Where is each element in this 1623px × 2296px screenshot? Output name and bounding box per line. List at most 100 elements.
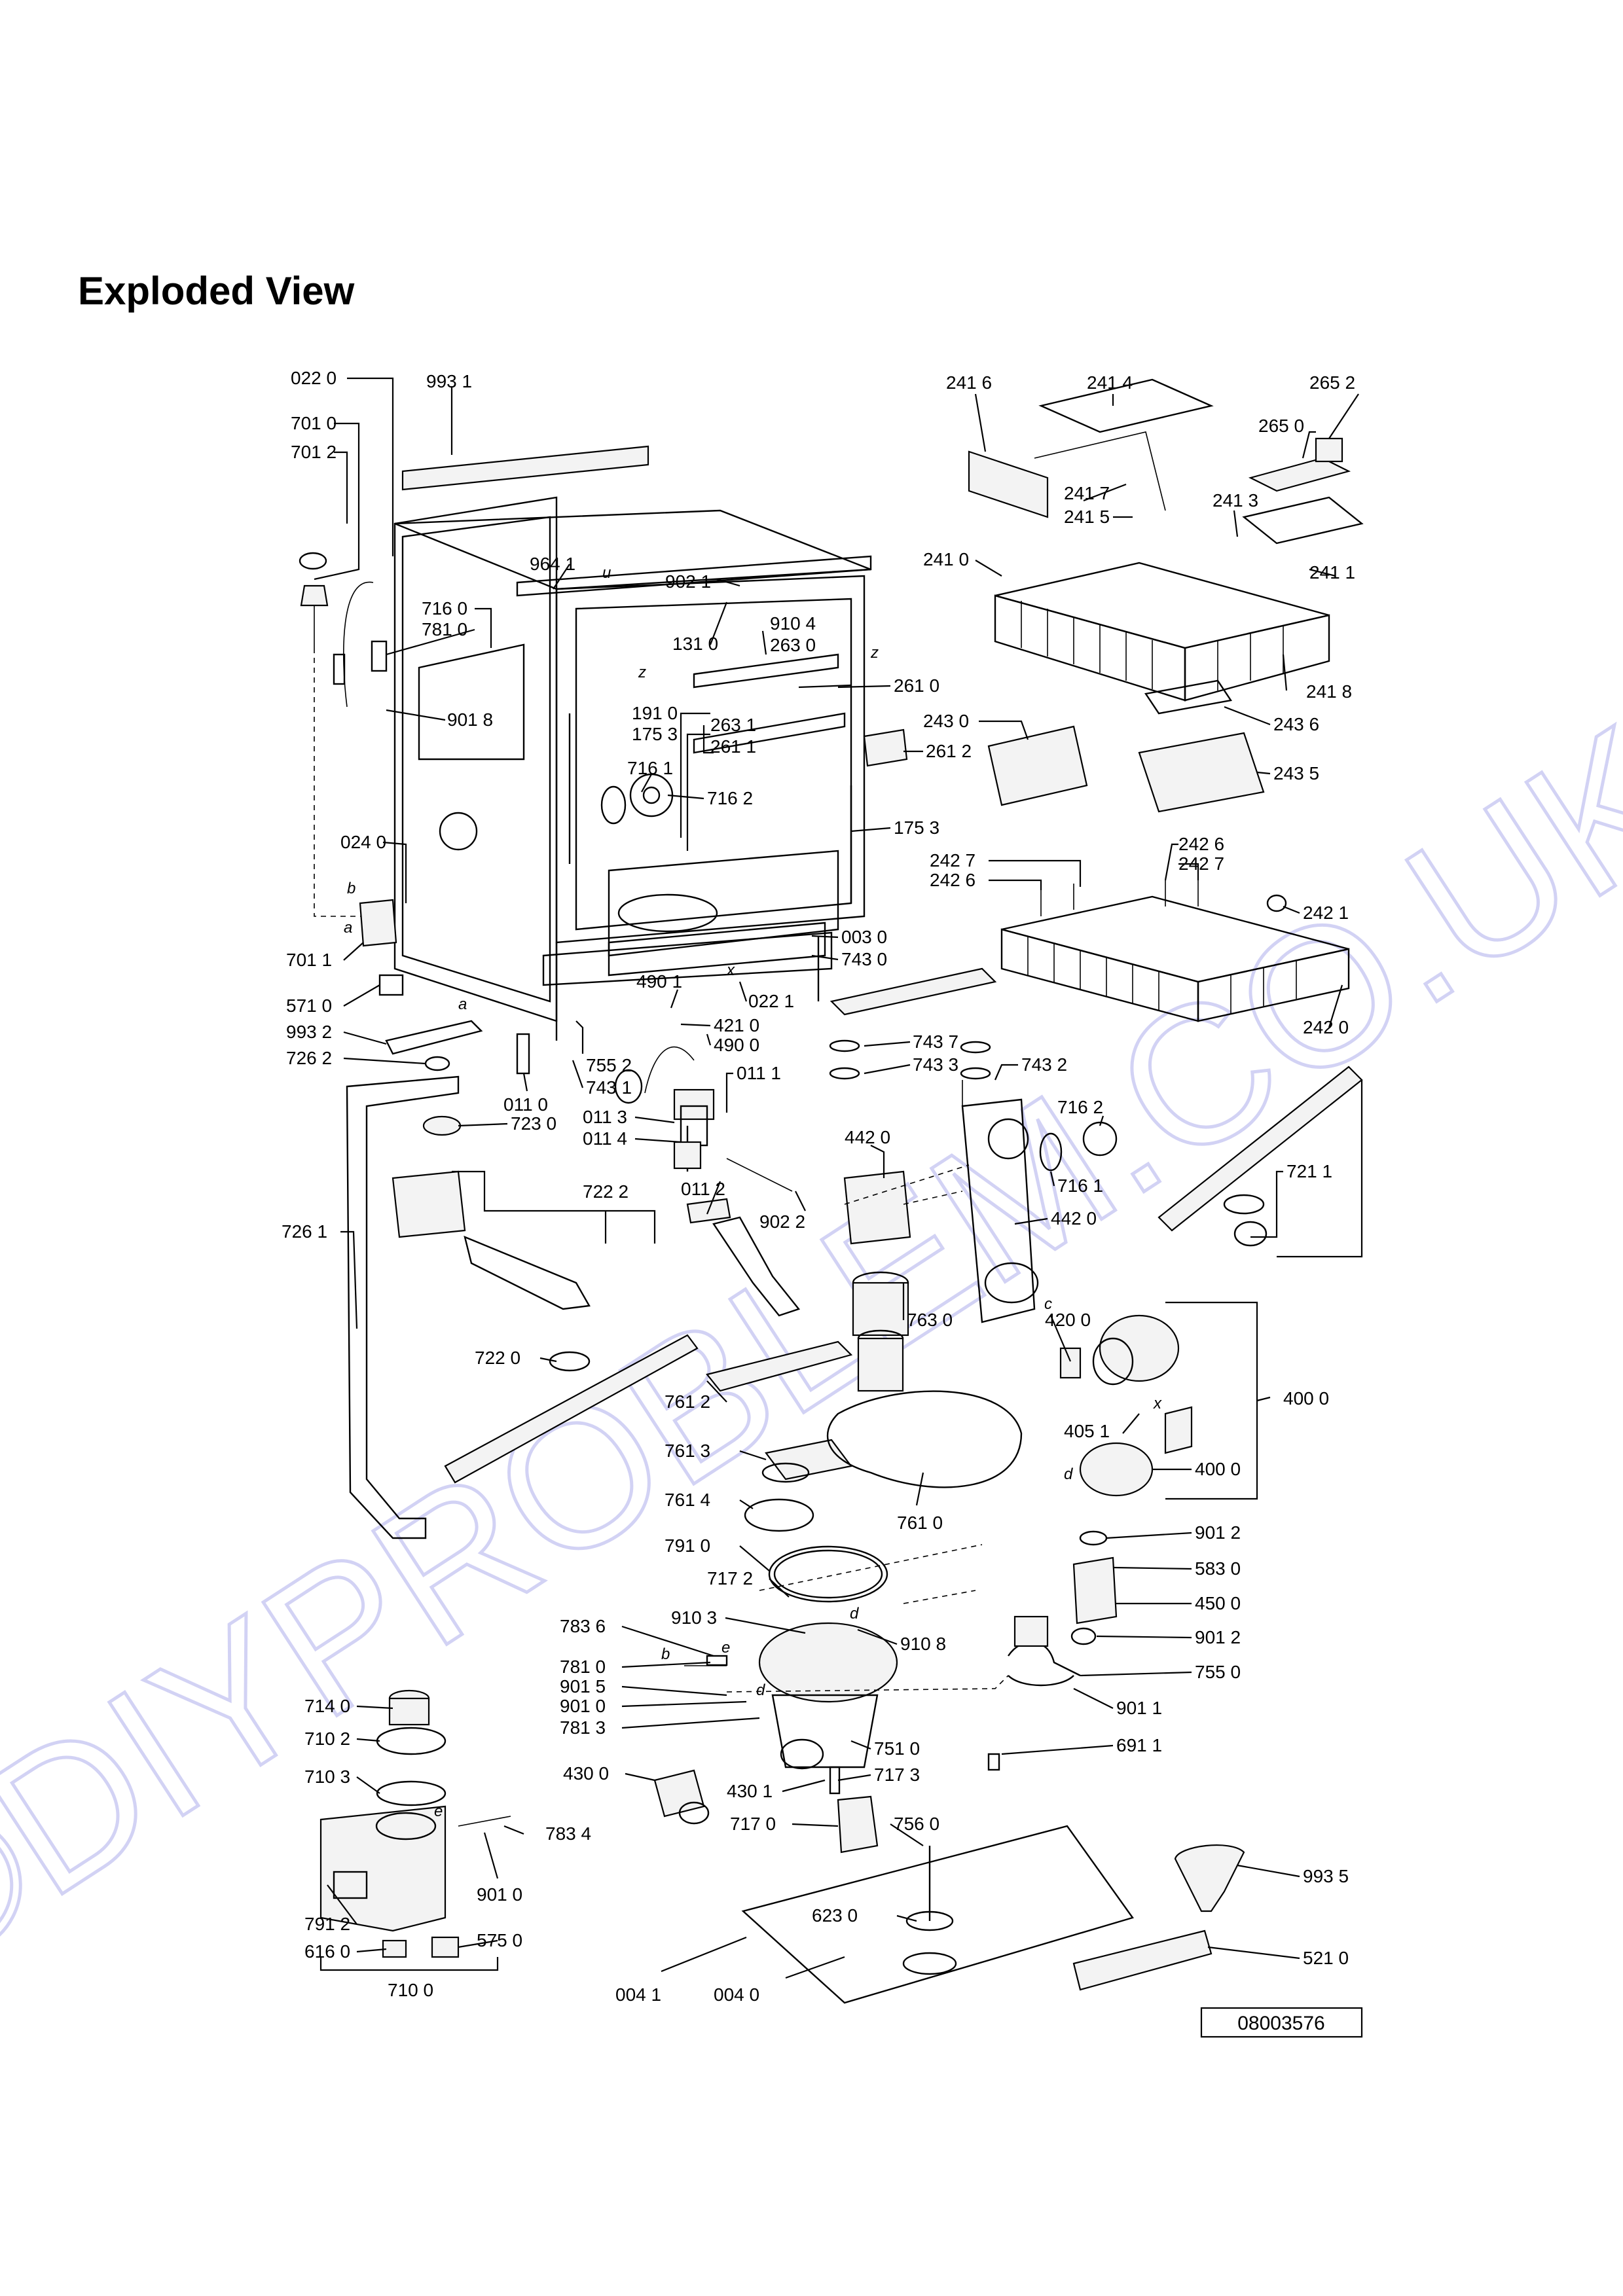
label-717-2: 717 2	[707, 1568, 753, 1588]
label-024-0: 024 0	[340, 832, 386, 852]
label-242-0: 242 0	[1303, 1017, 1349, 1037]
label-783-6: 783 6	[560, 1616, 606, 1636]
label-583-0: 583 0	[1195, 1558, 1241, 1579]
label-405-1: 405 1	[1064, 1421, 1110, 1441]
label-003-0: 003 0	[841, 927, 887, 947]
connector-letter: a	[344, 919, 352, 937]
label-420-0: 420 0	[1045, 1310, 1091, 1330]
label-726-1: 726 1	[282, 1221, 327, 1242]
label-910-8: 910 8	[900, 1634, 946, 1654]
label-241-4: 241 4	[1087, 372, 1133, 393]
label-901-1: 901 1	[1116, 1698, 1162, 1718]
reference-number: 08003576	[1237, 2013, 1324, 2034]
connector-letter: u	[602, 564, 611, 582]
label-783-4: 783 4	[545, 1823, 591, 1844]
label-761-2: 761 2	[665, 1391, 710, 1412]
label-011-4: 011 4	[583, 1128, 627, 1149]
connector-letters: u z z b a a x c d x d b e d e	[344, 564, 1162, 1820]
parts-drawing	[299, 378, 1364, 2004]
label-261-0: 261 0	[894, 675, 939, 696]
label-242-1: 242 1	[1303, 903, 1349, 923]
label-261-1: 261 1	[710, 736, 756, 757]
label-011-1: 011 1	[737, 1063, 781, 1083]
label-623-0: 623 0	[812, 1905, 858, 1926]
label-791-0: 791 0	[665, 1535, 710, 1556]
label-717-3: 717 3	[874, 1765, 920, 1785]
label-243-0: 243 0	[923, 711, 969, 731]
label-241-0: 241 0	[923, 549, 969, 569]
label-691-1: 691 1	[1116, 1735, 1162, 1755]
label-400-0: 400 0	[1195, 1459, 1241, 1479]
label-901-5: 901 5	[560, 1676, 606, 1696]
label-743-1: 743 1	[586, 1077, 632, 1098]
part-labels: 022 0 993 1 701 0 701 2 716 0 781 0 901 …	[282, 368, 1355, 2005]
connector-letter: z	[870, 644, 879, 662]
label-791-2: 791 2	[304, 1914, 350, 1934]
label-263-1: 263 1	[710, 715, 756, 735]
label-175-3: 175 3	[894, 817, 939, 838]
label-450-0: 450 0	[1195, 1593, 1241, 1613]
label-993-2: 993 2	[286, 1022, 332, 1042]
label-993-5: 993 5	[1303, 1866, 1349, 1886]
label-243-6: 243 6	[1273, 714, 1319, 734]
label-716-2: 716 2	[707, 788, 753, 808]
label-717-0: 717 0	[730, 1814, 776, 1834]
label-722-0: 722 0	[475, 1348, 520, 1368]
label-755-0: 755 0	[1195, 1662, 1241, 1682]
label-242-6: 242 6	[930, 870, 976, 890]
label-710-2: 710 2	[304, 1729, 350, 1749]
label-011-3: 011 3	[583, 1107, 627, 1127]
label-751-0: 751 0	[874, 1738, 920, 1759]
label-011-0: 011 0	[503, 1094, 548, 1115]
label-242-6: 242 6	[1178, 834, 1224, 854]
label-263-0: 263 0	[770, 635, 816, 655]
label-430-1: 430 1	[727, 1781, 773, 1801]
label-761-4: 761 4	[665, 1490, 710, 1510]
label-241-7: 241 7	[1064, 483, 1110, 503]
connector-letter: b	[661, 1645, 670, 1663]
label-716-1: 716 1	[1057, 1175, 1103, 1196]
connector-letter: a	[458, 996, 467, 1013]
label-242-7: 242 7	[930, 850, 976, 870]
label-710-0: 710 0	[388, 1980, 433, 2000]
label-004-0: 004 0	[714, 1984, 759, 2005]
connector-letter: d	[850, 1605, 859, 1623]
label-901-0: 901 0	[560, 1696, 606, 1716]
leader-lines	[314, 377, 1363, 1979]
label-701-0: 701 0	[291, 413, 337, 433]
label-743-7: 743 7	[913, 1031, 958, 1052]
label-243-5: 243 5	[1273, 763, 1319, 783]
label-902-1: 902 1	[665, 571, 711, 592]
label-901-2: 901 2	[1195, 1522, 1241, 1543]
label-710-3: 710 3	[304, 1767, 350, 1787]
label-571-0: 571 0	[286, 996, 332, 1016]
connector-letter: d	[756, 1681, 765, 1699]
label-490-0: 490 0	[714, 1035, 759, 1055]
label-910-3: 910 3	[671, 1607, 717, 1628]
label-004-1: 004 1	[615, 1984, 661, 2005]
label-781-0: 781 0	[422, 619, 467, 639]
label-716-1: 716 1	[627, 758, 673, 778]
label-421-0: 421 0	[714, 1015, 759, 1035]
label-521-0: 521 0	[1303, 1948, 1349, 1968]
label-701-1: 701 1	[286, 950, 332, 970]
label-755-2: 755 2	[586, 1055, 632, 1075]
label-743-3: 743 3	[913, 1054, 958, 1075]
label-575-0: 575 0	[477, 1930, 522, 1950]
reference-number-box: 08003576	[1200, 2007, 1363, 2038]
label-781-3: 781 3	[560, 1717, 606, 1738]
label-241-1: 241 1	[1309, 562, 1355, 583]
label-901-8: 901 8	[447, 709, 493, 730]
connector-letter: b	[347, 880, 356, 897]
connector-letter: c	[1044, 1295, 1052, 1313]
label-022-1: 022 1	[748, 991, 794, 1011]
label-701-2: 701 2	[291, 442, 337, 462]
label-131-0: 131 0	[672, 634, 718, 654]
label-964-1: 964 1	[530, 554, 575, 574]
upper-rack-part	[994, 562, 1330, 649]
connector-letter: x	[1153, 1395, 1162, 1412]
label-993-1: 993 1	[426, 371, 472, 391]
label-011-2: 011 2	[681, 1179, 725, 1199]
label-901-2: 901 2	[1195, 1627, 1241, 1647]
base-plate-part	[741, 1825, 1134, 2004]
